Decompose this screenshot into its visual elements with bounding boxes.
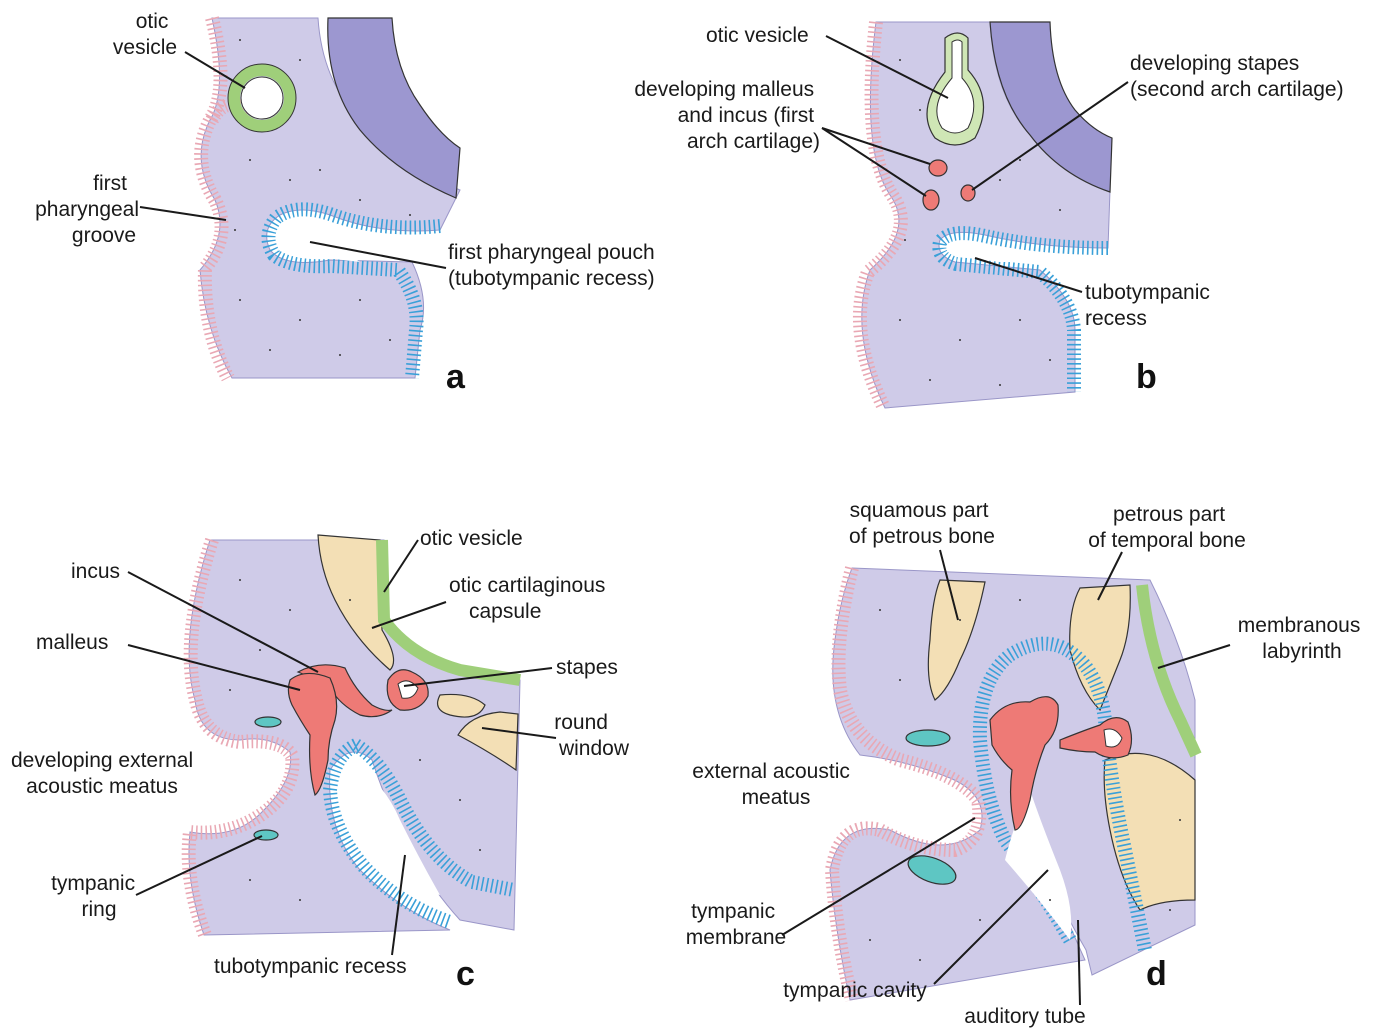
panel-b-malleus-cartilage: [929, 160, 947, 176]
panel-c-stapes-label: stapes: [556, 656, 618, 679]
panel-d-labyrinth-label: membranous labyrinth: [1238, 614, 1366, 663]
panel-b-recess-label: tubotympanic recess: [1085, 281, 1216, 330]
panel-d-cavity-label: tympanic cavity: [783, 979, 927, 1002]
panel-b-stapes-cartilage: [961, 185, 975, 201]
panel-a-first-groove-label: first pharyngeal groove: [35, 172, 145, 247]
panel-d-tube-label: auditory tube: [964, 1005, 1085, 1028]
panel-c-otic-vesicle-label: otic vesicle: [420, 527, 523, 550]
panel-d-ext-meatus-label: external acoustic meatus: [692, 760, 855, 809]
panel-a-letter: a: [446, 358, 466, 396]
panel-a-first-pouch-label: first pharyngeal pouch (tubotympanic rec…: [448, 241, 660, 290]
panel-c-letter: c: [456, 955, 475, 993]
panel-d: squamous part of petrous bone petrous pa…: [686, 499, 1366, 1028]
panel-c-round-window-label: round window: [554, 711, 630, 760]
panel-b-malleus-incus-label: developing malleus and incus (first arch…: [634, 78, 820, 153]
panel-d-petrous-label: petrous part of temporal bone: [1088, 503, 1246, 552]
panel-d-squamous-label: squamous part of petrous bone: [849, 499, 995, 548]
panel-d-tympanic-ring-upper: [906, 730, 950, 746]
panel-c: otic vesicle otic cartilaginous capsule …: [11, 527, 630, 993]
panel-c-tympanic-ring-upper: [255, 717, 281, 727]
panel-b-otic-vesicle-label: otic vesicle: [706, 24, 809, 47]
panel-a-otic-vesicle-label: otic vesicle: [113, 10, 177, 59]
panel-c-recess-label: tubotympanic recess: [214, 955, 407, 978]
panel-b-stapes-label: developing stapes (second arch cartilage…: [1130, 52, 1344, 101]
panel-c-incus-label: incus: [71, 560, 120, 583]
panel-b-incus-cartilage: [923, 190, 939, 210]
panel-d-letter: d: [1146, 955, 1167, 993]
panel-c-tympanic-ring-label: tympanic ring: [51, 872, 141, 921]
panel-d-membrane-label: tympanic membrane: [686, 900, 786, 949]
panel-a: otic vesicle first pharyngeal groove fir…: [35, 10, 660, 396]
panel-c-malleus-label: malleus: [36, 631, 108, 654]
panel-b: otic vesicle developing malleus and incu…: [634, 22, 1343, 408]
panel-c-capsule-label: otic cartilaginous capsule: [449, 574, 611, 623]
panel-a-mesenchyme: [200, 18, 460, 378]
panel-b-letter: b: [1136, 358, 1157, 396]
panel-c-ext-meatus-label: developing external acoustic meatus: [11, 749, 199, 798]
